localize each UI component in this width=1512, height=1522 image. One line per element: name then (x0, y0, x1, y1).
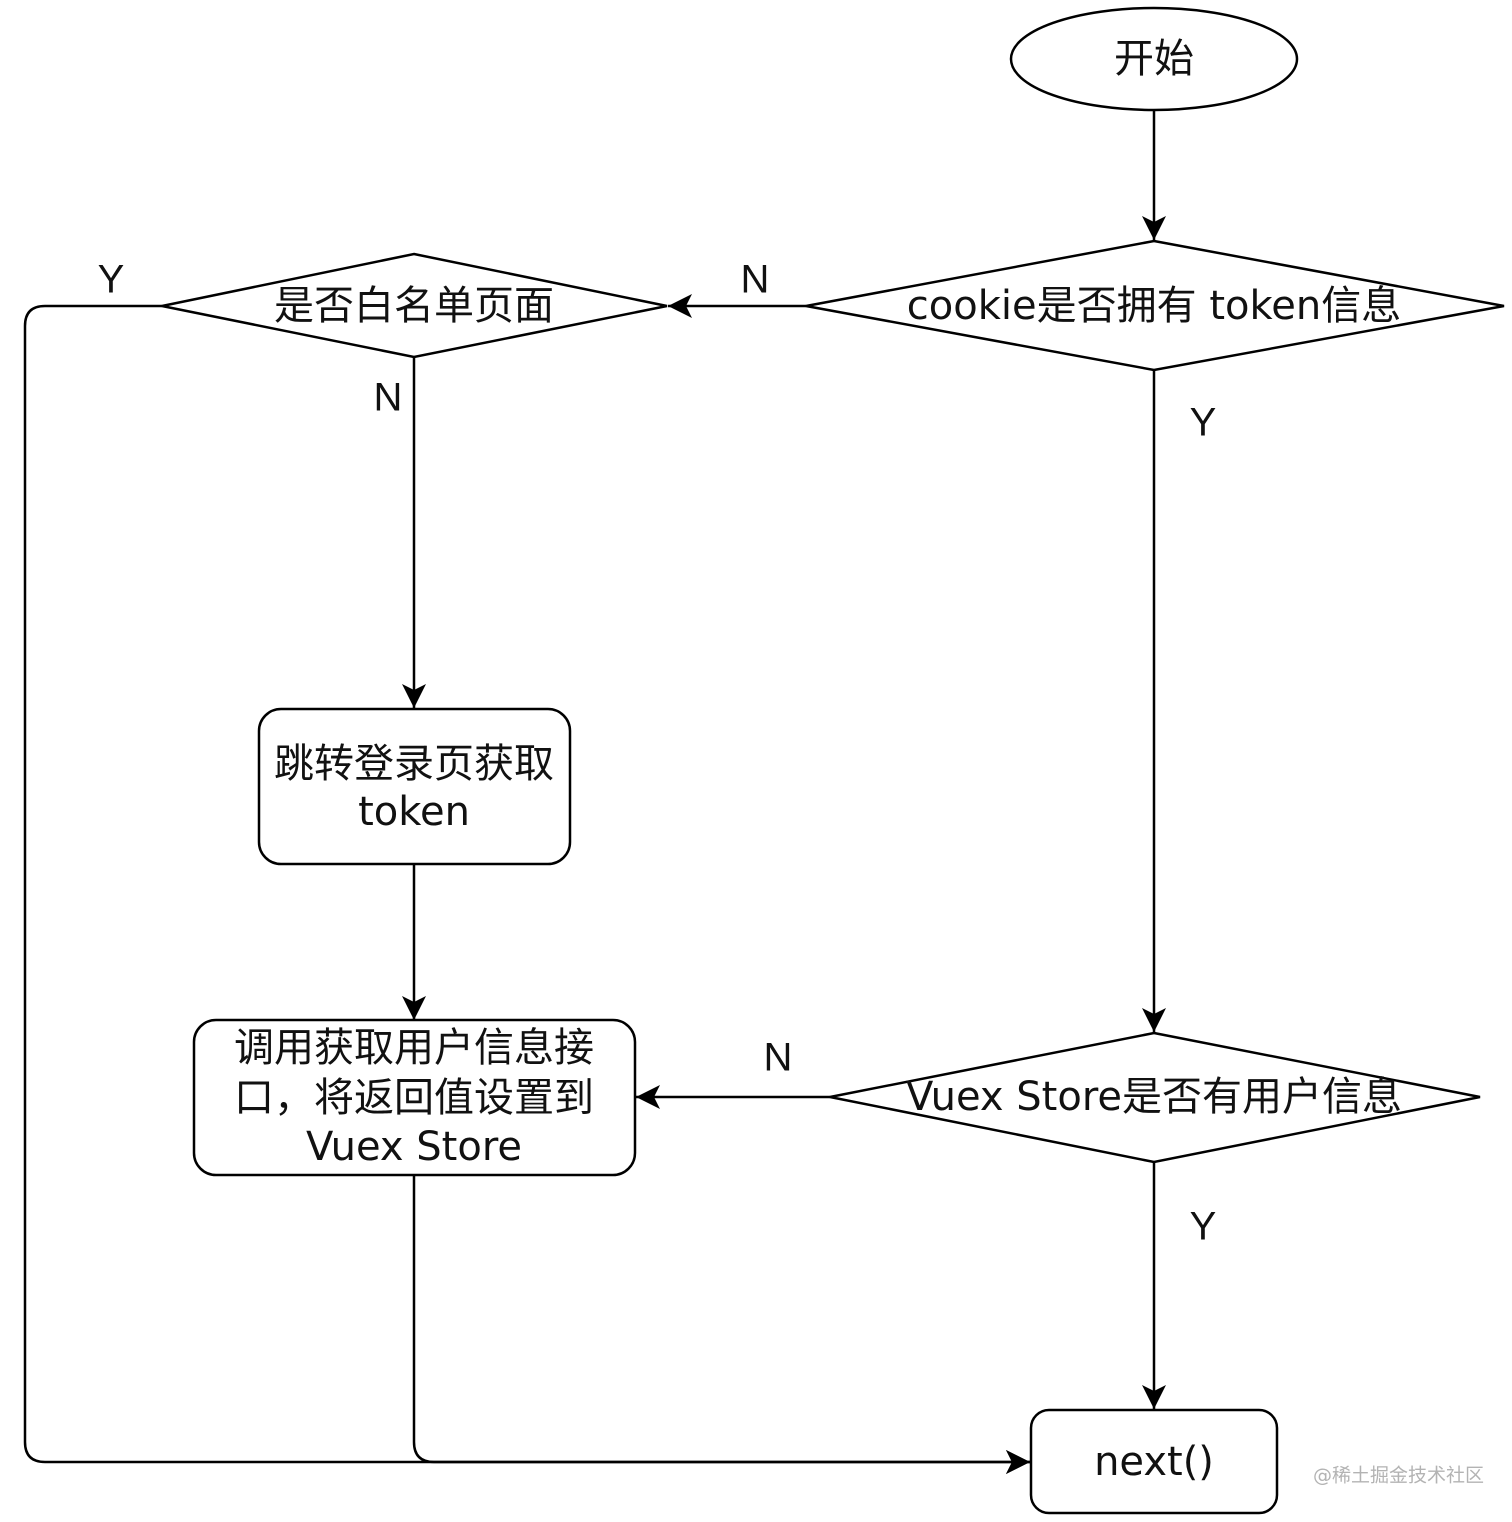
node-token-check-label: cookie是否拥有 token信息 (907, 283, 1401, 329)
label-store-no: N (764, 1036, 793, 1080)
node-start-label: 开始 (1114, 36, 1194, 82)
node-whitelist-check: 是否白名单页面 (161, 252, 668, 359)
node-store-check: Vuex Store是否有用户信息 (829, 1031, 1481, 1164)
node-fetch-user: 调用获取用户信息接 口，将返回值设置到 Vuex Store (192, 1018, 637, 1177)
label-store-yes: Y (1190, 1205, 1217, 1249)
label-whitelist-no: N (374, 376, 403, 420)
node-fetch-user-label-line-1: 调用获取用户信息接 (234, 1025, 594, 1071)
label-whitelist-yes: Y (98, 258, 125, 302)
node-login-label-line-1: 跳转登录页获取 (274, 741, 554, 787)
node-store-check-label: Vuex Store是否有用户信息 (906, 1074, 1402, 1120)
edge-whitelist-yes-to-next (23, 304, 1030, 1474)
edge-fetch-user-to-next (412, 1176, 1030, 1474)
node-next: next() (1029, 1408, 1279, 1515)
node-start: 开始 (1009, 6, 1299, 112)
node-next-label: next() (1094, 1439, 1214, 1485)
node-whitelist-check-label: 是否白名单页面 (274, 283, 554, 329)
node-login-label-line-2: token (358, 789, 470, 835)
node-login: 跳转登录页获取 token (257, 707, 572, 866)
label-token-yes: Y (1190, 401, 1217, 445)
node-token-check: cookie是否拥有 token信息 (805, 239, 1505, 372)
node-fetch-user-label-line-3: Vuex Store (306, 1124, 522, 1170)
watermark-text: @稀土掘金技术社区 (1313, 1465, 1484, 1487)
label-token-no: N (741, 258, 770, 302)
node-fetch-user-label-line-2: 口，将返回值设置到 (234, 1075, 594, 1121)
